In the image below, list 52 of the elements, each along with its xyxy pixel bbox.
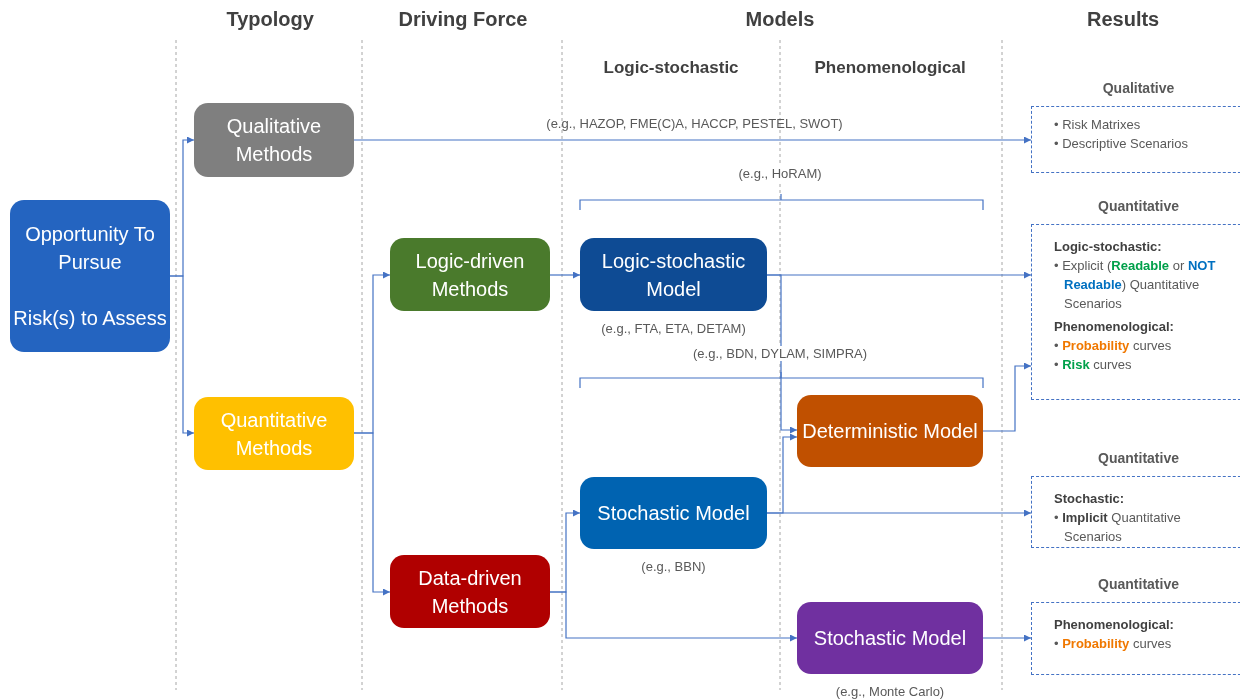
arrow [982,634,1032,642]
box-label: Logic-driven Methods [414,248,526,302]
process-box [797,395,983,467]
result-subheading: Stochastic: [1054,490,1126,508]
box-label: Stochastic Model [813,626,967,651]
column-subheading: Logic-stochastic [603,58,739,78]
result-item: • Risk Matrixes [1054,116,1142,134]
result-item: • Probability curves [1054,635,1173,653]
arrow [982,362,1032,432]
arrow [169,275,195,437]
box-label: Stochastic Model [597,501,750,526]
result-item: • Implicit Quantitative Scenarios [1054,509,1182,546]
example-note: (e.g., BDN, DYLAM, SIMPRA) [691,346,870,361]
process-box [194,103,354,177]
arrow [353,432,391,596]
box-label: Qualitative Methods [225,114,323,167]
result-subheading: Phenomenological: [1054,616,1175,634]
example-note: (e.g., Monte Carlo) [834,683,946,699]
arrow [766,274,798,434]
box-label: Data-driven Methods [417,565,523,619]
process-box [390,238,550,311]
example-note: (e.g., FTA, ETA, DETAM) [600,320,747,338]
column-heading: Driving Force [398,8,528,31]
edge-label: (e.g., HAZOP, FME(C)A, HACCP, PESTEL, SWOT) [545,116,844,131]
arrow [766,509,1032,517]
arrow [353,136,1032,144]
box-label: Logic-stochastic Model [600,248,747,302]
column-heading: Models [745,8,815,31]
example-note: (e.g., HoRAM) [736,166,824,181]
box-label: Opportunity To Pursue [24,222,156,275]
arrow [549,271,581,279]
result-subheading: Logic-stochastic: [1054,238,1163,256]
result-item: • Explicit (Readable or NOT Readable) Quantitative Scenarios [1054,257,1217,313]
example-note: (e.g., BBN) [640,558,707,576]
result-item: • Probability curves [1054,337,1173,355]
result-subheading: Phenomenological: [1054,318,1175,336]
arrow [549,591,798,642]
process-box [10,200,170,352]
result-heading: Quantitative [1097,197,1180,216]
result-item: • Risk curves [1054,356,1133,374]
column-heading: Typology [226,8,314,31]
box-label: Risk(s) to Assess [13,306,167,331]
box-label: Quantitative Methods [219,407,329,461]
process-box [194,397,354,470]
box-label: Deterministic Model [802,419,978,444]
result-heading: Qualitative [1101,79,1176,98]
column-heading: Results [1087,8,1160,31]
result-item: • Descriptive Scenarios [1054,135,1189,153]
result-heading: Quantitative [1097,449,1180,468]
process-box [390,555,550,628]
column-subheading: Phenomenological [814,58,966,78]
result-heading: Quantitative [1097,575,1180,594]
